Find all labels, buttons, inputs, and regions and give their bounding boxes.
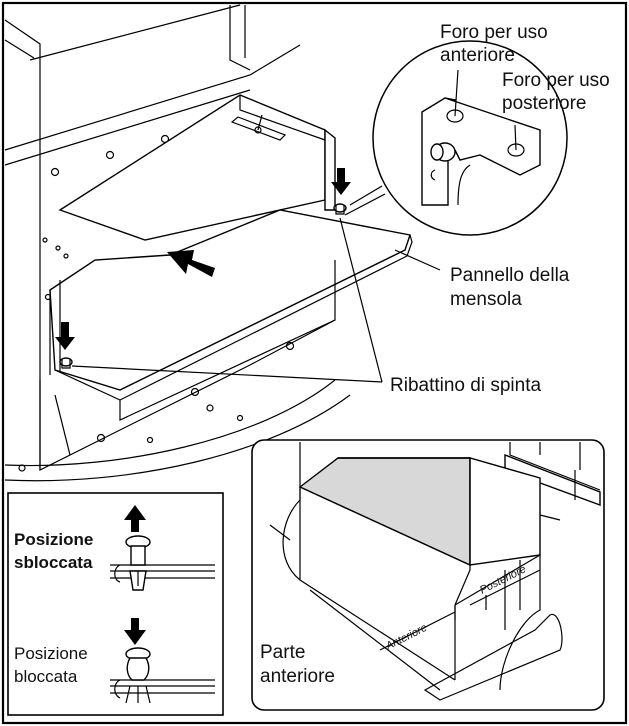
unlocked-rivet (110, 535, 215, 591)
label-rear-hole-2: posteriore (502, 93, 587, 114)
detail-rivet (430, 142, 456, 162)
down-arrow-locked (124, 618, 146, 645)
rivet-hole-detail (372, 40, 568, 236)
label-front-part-2: anteriore (260, 666, 335, 687)
label-front-hole-1: Foro per uso (440, 22, 548, 43)
insert-direction-arrow (167, 250, 215, 277)
label-locked-2: bloccata (14, 667, 78, 686)
label-front-hole-2: anteriore (440, 45, 515, 66)
label-shelf-panel-1: Pannello della (450, 265, 570, 286)
label-front-part-1: Parte (260, 642, 305, 663)
down-arrow-left (55, 322, 75, 350)
leader-lines (71, 185, 441, 383)
down-arrow-right (331, 168, 351, 195)
inset-lock-positions (7, 492, 224, 716)
inset-front-part: Anteriore Posteriore (251, 439, 605, 711)
label-unlocked-2: sbloccata (14, 553, 93, 572)
label-rear-hole-1: Foro per uso (502, 70, 610, 91)
label-shelf-panel-2: mensola (450, 289, 522, 310)
label-locked-1: Posizione (14, 644, 88, 663)
up-arrow (124, 505, 146, 532)
locked-rivet (110, 647, 215, 704)
label-unlocked-1: Posizione (14, 530, 93, 549)
push-rivet-left (59, 357, 73, 369)
label-push-rivet: Ribattino di spinta (390, 375, 541, 396)
push-rivet-right (333, 203, 347, 215)
main-illustration (4, 4, 413, 482)
